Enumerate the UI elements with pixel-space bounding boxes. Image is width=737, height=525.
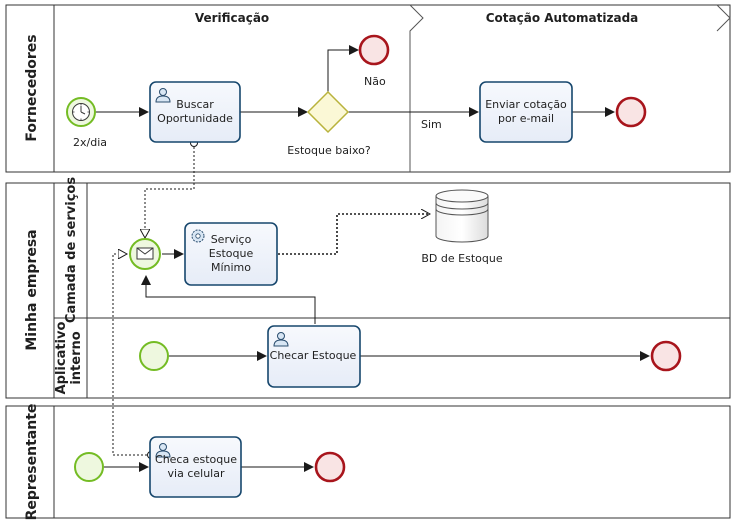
- end-event-cotacao[interactable]: [615, 96, 647, 128]
- pool-fornecedores-label: Fornecedores: [24, 34, 40, 141]
- label-sim: Sim: [421, 118, 442, 131]
- start-event-aplicativo[interactable]: [139, 341, 169, 371]
- task-servico-label-1: Serviço: [211, 233, 252, 246]
- person-icon: [273, 332, 289, 347]
- person-icon: [155, 443, 171, 458]
- task-buscar-oportunidade[interactable]: Buscar Oportunidade: [149, 81, 241, 143]
- start-event-representante[interactable]: [74, 452, 104, 482]
- phase-end-chevron: [716, 4, 731, 32]
- task-buscar-label-2: Oportunidade: [157, 112, 233, 125]
- message-flow-buscar-to-message: [145, 147, 195, 238]
- person-icon: [155, 88, 171, 103]
- label-nao: Não: [364, 75, 386, 88]
- flow-checar-to-message: [141, 275, 316, 324]
- datastore-label: BD de Estoque: [421, 252, 502, 265]
- task-checar-label: Checar Estoque: [270, 349, 357, 362]
- task-enviar-box: [479, 81, 573, 143]
- task-servico-estoque[interactable]: Serviço Estoque Mínimo: [184, 222, 278, 286]
- datastore-bd-estoque[interactable]: BD de Estoque: [421, 189, 503, 265]
- lane-aplicativo-interno-label-1: Aplicativo: [54, 322, 69, 395]
- timer-label: 2x/dia: [73, 136, 107, 149]
- task-checar-box: [267, 325, 361, 388]
- phase-cotacao-label: Cotação Automatizada: [486, 11, 639, 25]
- task-checa-label-1: Checa estoque: [155, 453, 237, 466]
- pool-fornecedores: Fornecedores: [5, 4, 731, 173]
- end-event-nao[interactable]: [358, 34, 390, 66]
- task-buscar-box: [149, 81, 241, 143]
- flow-gateway-to-end-nao: [327, 45, 359, 92]
- timer-start-event[interactable]: [66, 97, 96, 127]
- lane-camada-servicos-label: Camada de serviços: [64, 177, 79, 323]
- pool-representante-label: Representante: [24, 404, 40, 521]
- message-start-event[interactable]: [129, 238, 161, 270]
- pool-minha-empresa-border: [5, 182, 731, 399]
- pool-fornecedores-border: [5, 4, 731, 173]
- task-servico-box: [184, 222, 278, 286]
- task-enviar-label-1: Enviar cotação: [485, 98, 567, 111]
- pool-minha-empresa: Minha empresa Camada de serviços Aplicat…: [5, 177, 731, 399]
- pool-representante: Representante: [5, 404, 731, 521]
- lane-aplicativo-interno-label-2: interno: [69, 331, 84, 384]
- task-checa-celular[interactable]: Checa estoque via celular: [149, 436, 242, 498]
- gateway-diamond: [306, 90, 350, 134]
- end-event-aplicativo[interactable]: [650, 340, 682, 372]
- clock-icon: [72, 103, 90, 121]
- task-checa-label-2: via celular: [168, 467, 225, 480]
- task-servico-label-3: Mínimo: [211, 261, 251, 274]
- gateway-estoque-baixo[interactable]: [306, 90, 350, 134]
- task-buscar-label-1: Buscar: [176, 98, 214, 111]
- end-event-representante[interactable]: [314, 451, 346, 483]
- envelope-icon: [136, 247, 154, 260]
- gateway-label: Estoque baixo?: [287, 144, 371, 157]
- association-servico-to-db: [278, 214, 430, 255]
- gear-icon: [191, 229, 205, 243]
- task-checar-estoque[interactable]: Checar Estoque: [267, 325, 361, 388]
- task-servico-label-2: Estoque: [209, 247, 254, 260]
- task-checa-box: [149, 436, 242, 498]
- sequence-flows: [96, 45, 650, 472]
- pool-minha-empresa-label: Minha empresa: [24, 229, 40, 350]
- phase-separator: [409, 4, 424, 172]
- message-flow-checa-to-message: [112, 254, 147, 456]
- database-icon: [435, 189, 489, 243]
- task-enviar-label-2: por e-mail: [498, 112, 554, 125]
- task-enviar-cotacao[interactable]: Enviar cotação por e-mail: [479, 81, 573, 143]
- pool-representante-border: [5, 405, 731, 519]
- phase-verificacao-label: Verificação: [195, 11, 269, 25]
